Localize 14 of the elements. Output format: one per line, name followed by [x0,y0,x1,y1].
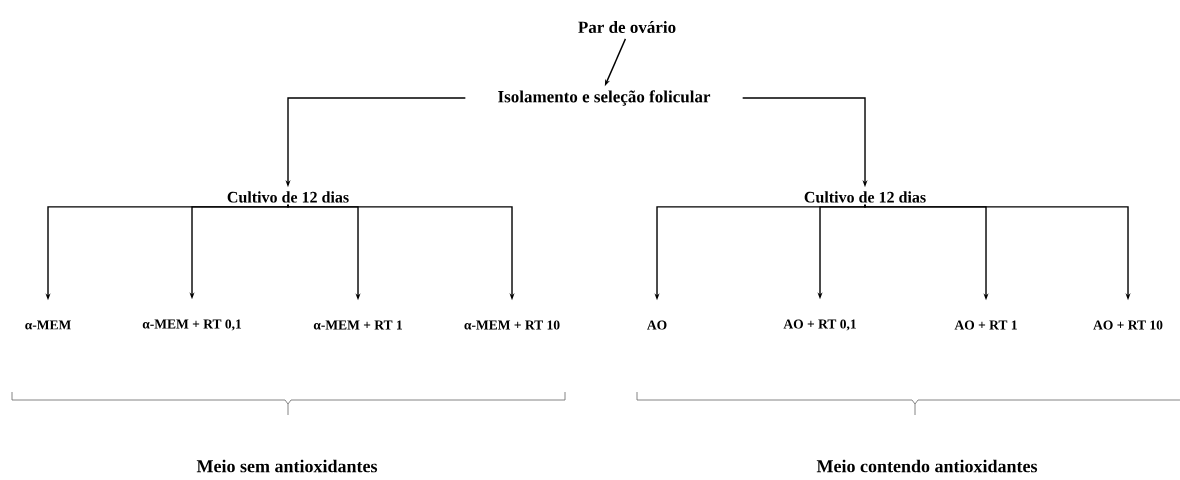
group-label: Meio contendo antioxidantes [816,459,1038,473]
step-text: Isolamento e seleção folicular [498,90,711,106]
step-text: AO + RT 10 [1093,320,1163,330]
step-text: Cultivo de 12 dias [227,191,349,203]
step-text: α-MEM + RT 0,1 [142,319,242,331]
step-text: AO + RT 0,1 [783,319,856,331]
step-text: α-MEM + RT 10 [464,320,560,330]
step-text: AO [647,320,667,330]
step-text: α-MEM [25,320,71,330]
step-text: Par de ovário [578,21,676,33]
step-text: Cultivo de 12 dias [804,191,926,203]
step-text: AO + RT 1 [954,320,1017,330]
group-label: Meio sem antioxidantes [196,459,378,473]
step-text: α-MEM + RT 1 [313,320,402,330]
